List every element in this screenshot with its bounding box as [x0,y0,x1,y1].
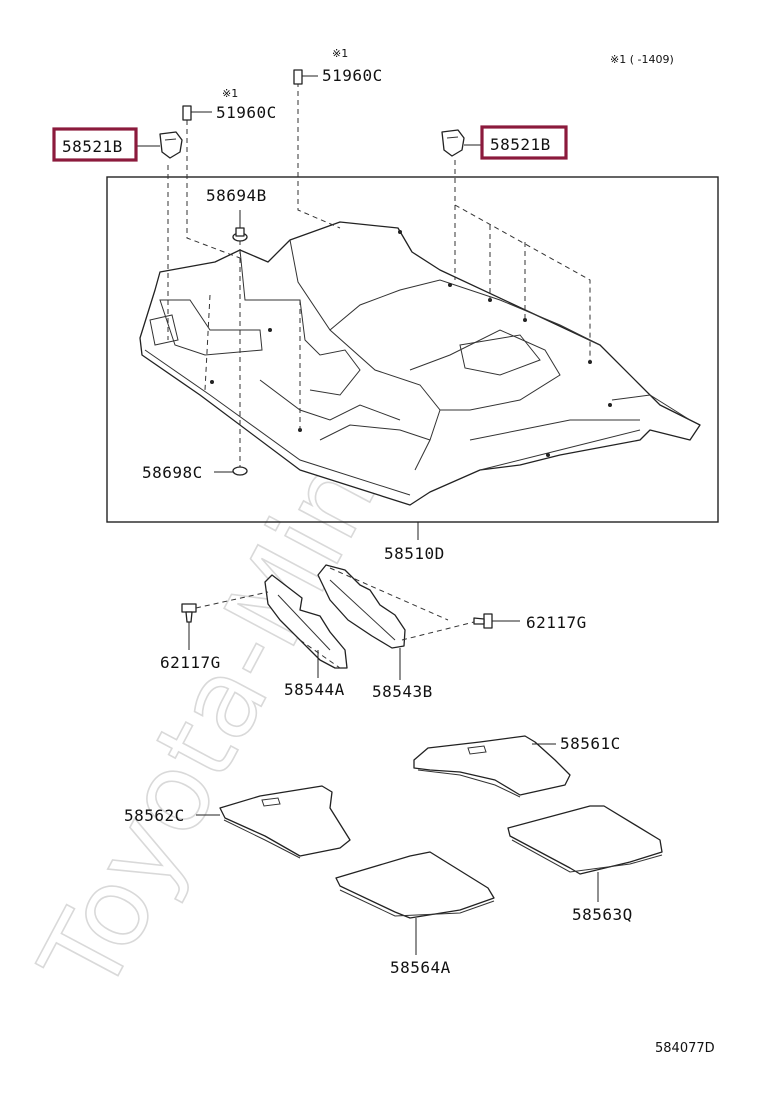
mat-58564a[interactable] [335,851,495,919]
cushion-51960c-mid[interactable] [182,105,192,121]
screw-62117g-right[interactable] [473,613,493,629]
floor-carpet-58510d[interactable] [139,221,701,506]
highlight-box-58521b-left [52,127,138,162]
clip-58521b-right[interactable] [441,129,465,157]
clip-58694b[interactable] [232,227,248,242]
label-58510d: 58510D [384,544,445,563]
clip-58521b-left[interactable] [159,131,183,159]
label-58521b-left[interactable]: 58521B [62,137,123,156]
mat-58561c[interactable] [413,735,571,798]
label-58543b: 58543B [372,682,433,701]
highlight-box-58521b-right [480,125,568,160]
drawing-number: 584077D [655,1041,715,1056]
cover-58543b[interactable] [317,564,406,649]
note-marker-top: ※1 [332,47,348,60]
label-58544a: 58544A [284,680,345,699]
mat-58562c[interactable] [219,785,351,859]
label-58563q: 58563Q [572,905,633,924]
grommet-58698c[interactable] [232,466,248,476]
label-51960c-top: 51960C [322,66,383,85]
label-58562c: 58562C [124,806,185,825]
label-62117g-left: 62117G [160,653,221,672]
mat-58563q[interactable] [507,805,663,875]
label-58521b-right[interactable]: 58521B [490,135,551,154]
cushion-51960c-top[interactable] [293,69,303,85]
label-51960c-mid: 51960C [216,103,277,122]
label-58694b: 58694B [206,186,267,205]
label-58564a: 58564A [390,958,451,977]
floor-carpet-frame [106,176,719,523]
note-marker-mid: ※1 [222,87,238,100]
label-62117g-right: 62117G [526,613,587,632]
applicability-note: ※1 ( -1409) [610,53,674,66]
cover-58544a[interactable] [264,574,348,669]
label-58698c: 58698C [142,463,203,482]
screw-62117g-left[interactable] [181,603,197,623]
label-58561c: 58561C [560,734,621,753]
